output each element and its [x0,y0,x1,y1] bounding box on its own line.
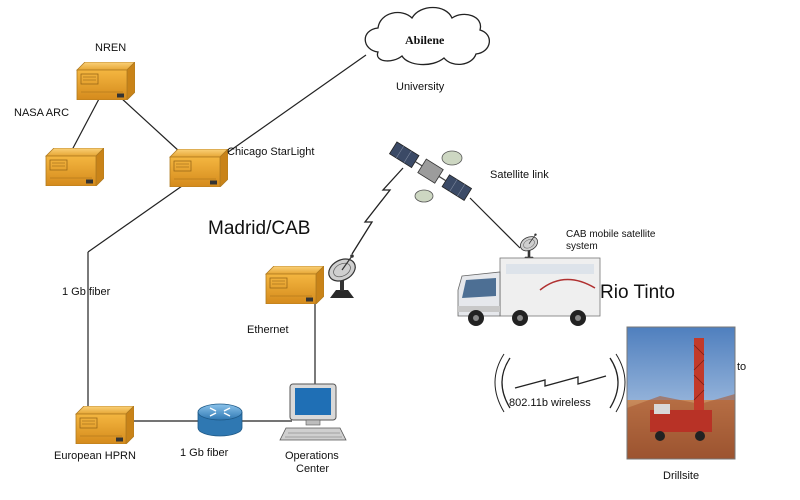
madrid-satellite-dish-icon [324,253,360,298]
one-gb-fiber-horizontal-label: 1 Gb fiber [180,447,229,459]
wireless-arc-left-outer [494,353,505,413]
link-chicago-abilene [223,54,367,156]
link-nren-nasa [71,96,101,151]
wireless-label: 802.11b wireless [509,397,591,409]
cab-mobile-label-line2: system [566,241,598,252]
wireless-arc-right-outer [615,353,626,413]
mobile-satellite-truck-icon [457,257,601,326]
lightning-madrid-satellite [351,167,404,255]
madrid-cab-server-icon [265,266,324,304]
european-hprn-server-icon [75,406,134,444]
operations-center-label-line2: Center [296,463,330,475]
nasa-arc-label: NASA ARC [14,107,70,119]
ethernet-label: Ethernet [247,324,289,336]
drillsite-label: Drillsite [663,470,700,482]
one-gb-fiber-vertical-label: 1 Gb fiber [62,286,111,298]
abilene-label: Abilene [405,33,445,47]
to-label: to [737,361,747,373]
nren-server-icon [76,62,135,100]
link-nren-chicago [119,96,181,153]
university-label: University [396,81,445,93]
nren-label: NREN [95,42,127,54]
link-satellite-truck [469,197,521,249]
lightning-80211b [514,375,607,389]
nasa-arc-server-icon [45,148,104,186]
router-icon [197,403,243,437]
operations-center-computer-icon [279,383,347,441]
european-hprn-label: European HPRN [54,450,136,462]
madrid-cab-label: Madrid/CAB [208,218,311,239]
chicago-starlight-server-icon [169,149,228,187]
wireless-arc-left [501,357,511,409]
drillsite-photo [626,326,736,460]
abilene-cloud-icon [364,6,490,66]
satellite-icon [388,141,473,203]
rio-tinto-label: Rio Tinto [600,282,675,303]
chicago-starlight-label: Chicago StarLight [227,146,315,158]
link-chicago-fiber-diag [87,185,183,253]
operations-center-label-line1: Operations [285,450,339,462]
wireless-arc-right [609,357,619,409]
cab-mobile-label-line1: CAB mobile satellite [566,229,656,240]
satellite-link-label: Satellite link [490,169,549,181]
